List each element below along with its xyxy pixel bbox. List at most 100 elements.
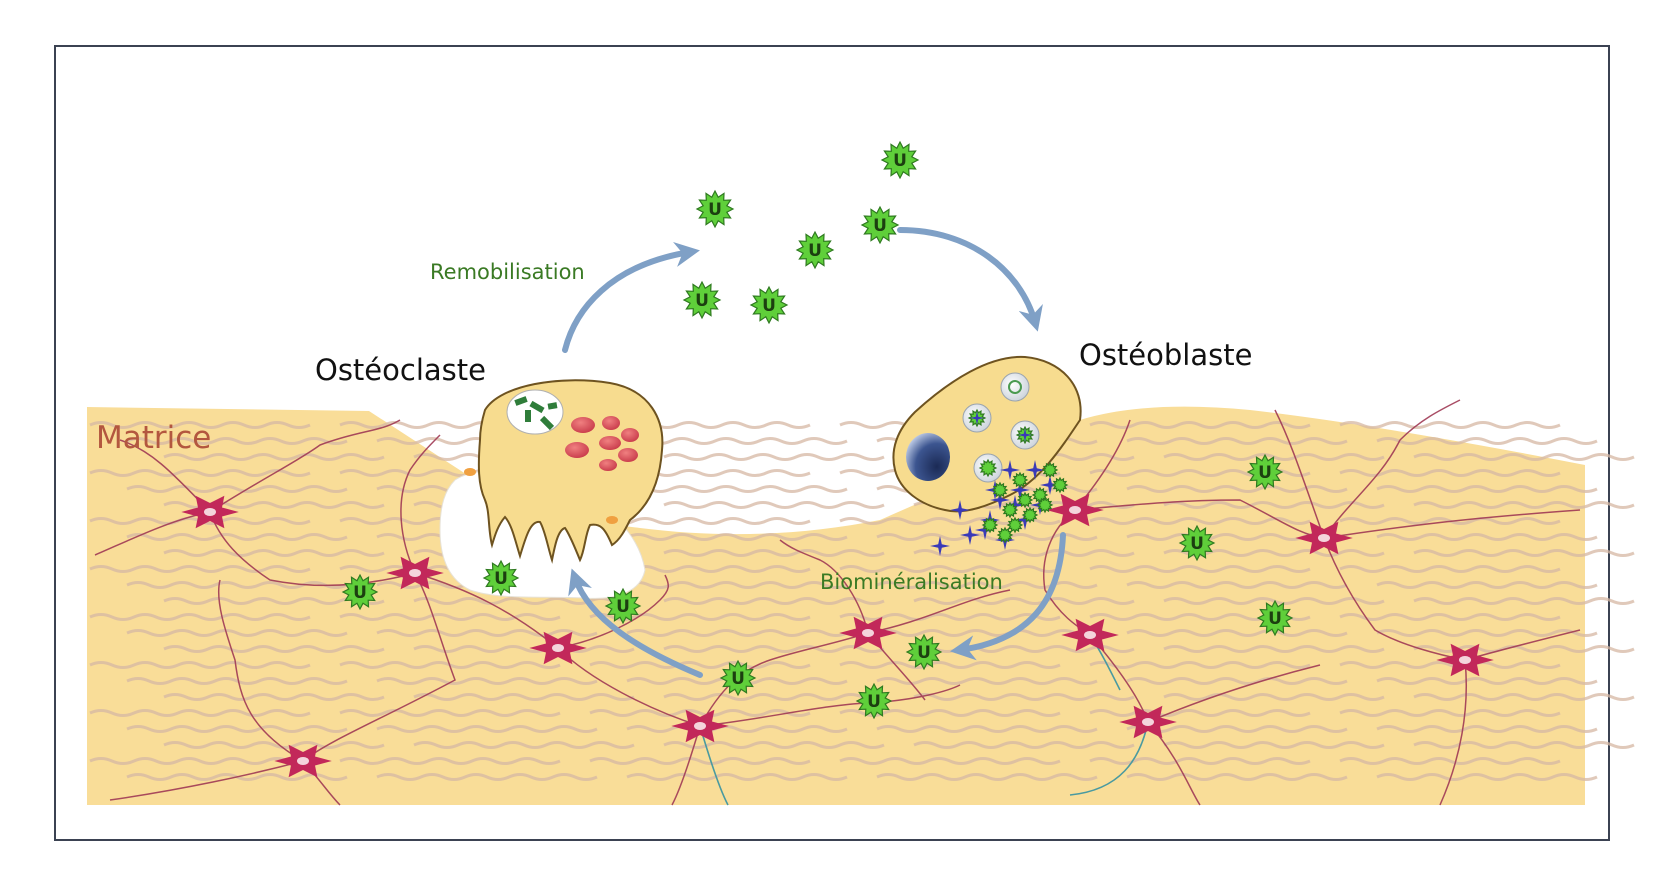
collagen-fiber bbox=[1413, 597, 1635, 605]
u-particle-shape bbox=[682, 280, 722, 320]
osteocyte-nucleus bbox=[552, 644, 564, 652]
collagen-fiber bbox=[376, 725, 598, 733]
collagen-fiber bbox=[626, 437, 848, 445]
collagen-fiber bbox=[839, 613, 1061, 621]
osteocyte-nucleus bbox=[409, 569, 421, 577]
collagen-fiber bbox=[1089, 709, 1311, 717]
osteoclast-label: Ostéoclaste bbox=[315, 353, 486, 387]
u-particle: U bbox=[855, 682, 893, 720]
mineral-crystals bbox=[930, 408, 1069, 556]
collagen-fiber bbox=[1376, 485, 1598, 493]
osteocyte bbox=[1119, 705, 1177, 739]
collagen-fiber bbox=[126, 581, 348, 589]
mineral-crystal bbox=[1015, 510, 1035, 530]
u-particle-label: U bbox=[708, 200, 722, 220]
collagen-fiber bbox=[1339, 709, 1561, 717]
collagen-fiber bbox=[589, 757, 811, 765]
u-particle-shape bbox=[1011, 471, 1029, 489]
collagen-fiber bbox=[1126, 629, 1348, 637]
u-particle-label: U bbox=[873, 216, 887, 236]
osteocyte bbox=[1436, 643, 1494, 677]
collagen-fiber bbox=[1126, 485, 1348, 493]
collagen-fiber bbox=[1126, 677, 1348, 685]
u-particle bbox=[1016, 491, 1034, 509]
collagen-fiber bbox=[1413, 645, 1635, 653]
collagen-fiber bbox=[163, 645, 385, 653]
collagen-fiber bbox=[376, 677, 598, 685]
biomineralisation-arrow bbox=[950, 532, 1066, 661]
collagen-fiber bbox=[876, 581, 1098, 589]
u-particle-label: U bbox=[616, 597, 630, 617]
u-particle: U bbox=[695, 189, 735, 229]
mineral-crystal bbox=[930, 536, 950, 556]
u-particle-shape bbox=[1041, 461, 1059, 479]
osteocyte bbox=[386, 556, 444, 590]
collagen-fiber bbox=[376, 773, 598, 781]
u-particle-label: U bbox=[808, 241, 822, 261]
osteoclast-cell bbox=[464, 379, 664, 564]
u-particle bbox=[996, 526, 1014, 544]
collagen-fiber bbox=[626, 725, 848, 733]
osteocyte-nucleus bbox=[297, 757, 309, 765]
u-particle-label: U bbox=[917, 643, 931, 663]
collagen-fiber bbox=[626, 773, 848, 781]
collagen-fiber bbox=[913, 549, 1135, 557]
osteocyte bbox=[839, 616, 897, 650]
osteocyte bbox=[1295, 521, 1353, 555]
collagen-fiber bbox=[1413, 693, 1635, 701]
osteocyte-nucleus bbox=[204, 508, 216, 516]
collagen-fiber bbox=[1413, 453, 1635, 461]
u-particle-label: U bbox=[494, 569, 508, 589]
u-particle-shape bbox=[905, 633, 943, 671]
flow-arrows bbox=[562, 227, 1066, 678]
u-particle-label: U bbox=[1268, 609, 1282, 629]
u-particle-shape bbox=[795, 230, 835, 270]
mineral-crystal bbox=[970, 411, 984, 425]
collagen-fiber bbox=[89, 709, 311, 717]
collagen-fiber bbox=[876, 725, 1098, 733]
collagen-fiber bbox=[413, 597, 635, 605]
osteocytes bbox=[181, 493, 1494, 778]
u-particle bbox=[978, 458, 998, 478]
collagen-fiber bbox=[163, 693, 385, 701]
remobilisation-label: Remobilisation bbox=[430, 260, 585, 284]
u-particle-shape bbox=[695, 189, 735, 229]
osteocyte bbox=[274, 744, 332, 778]
collagen-fiber bbox=[589, 709, 811, 717]
u-particle-shape bbox=[1051, 476, 1069, 494]
collagen-fiber bbox=[626, 485, 848, 493]
collagen-fiber bbox=[1376, 437, 1598, 445]
collagen-fiber bbox=[1163, 501, 1385, 509]
u-particle-shape bbox=[1001, 501, 1019, 519]
osteocyte-nucleus bbox=[1069, 506, 1081, 514]
collagen-fiber bbox=[126, 725, 348, 733]
osteocyte bbox=[181, 495, 239, 529]
collagen-fiber bbox=[663, 453, 885, 461]
osteocyte-nucleus bbox=[862, 629, 874, 637]
collagen-fiber bbox=[126, 437, 348, 445]
u-particle-label: U bbox=[1190, 534, 1204, 554]
u-particle: U bbox=[1246, 453, 1284, 491]
u-particle-label: U bbox=[762, 296, 776, 316]
collagen-fiber bbox=[1126, 581, 1348, 589]
collagen-fiber bbox=[1163, 693, 1385, 701]
u-particle-label: U bbox=[695, 291, 709, 311]
u-particle-shape bbox=[1021, 506, 1039, 524]
u-particle-shape bbox=[860, 205, 900, 245]
collagen-fiber bbox=[913, 597, 1135, 605]
u-particle bbox=[991, 481, 1009, 499]
osteocyte bbox=[1046, 493, 1104, 527]
mineral-crystal bbox=[1005, 495, 1025, 515]
u-particle-shape bbox=[1246, 453, 1284, 491]
collagen-fiber bbox=[1089, 517, 1311, 525]
collagen-fiber bbox=[126, 485, 348, 493]
collagen-fiber bbox=[589, 613, 811, 621]
collagen-fiber bbox=[339, 757, 561, 765]
osteocyte-nucleus bbox=[1084, 631, 1096, 639]
mineral-crystal bbox=[960, 525, 980, 545]
u-particle bbox=[1021, 506, 1039, 524]
collagen-fiber bbox=[339, 709, 561, 717]
collagen-fiber bbox=[839, 565, 1061, 573]
